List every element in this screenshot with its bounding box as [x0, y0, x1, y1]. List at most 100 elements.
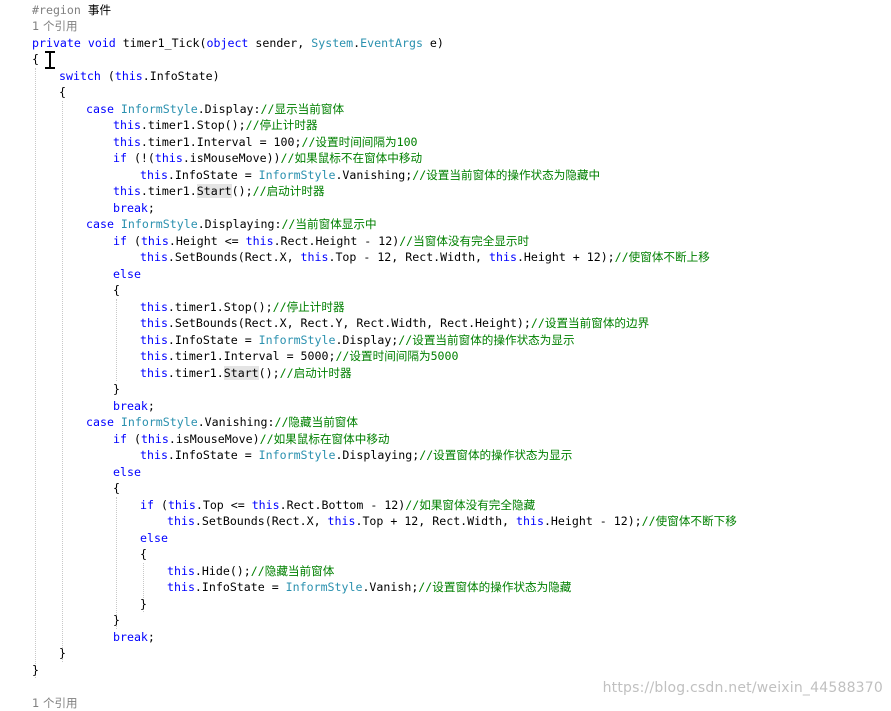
- code-token: if: [113, 432, 127, 446]
- code-token: .Displaying:: [198, 217, 282, 231]
- code-token: //如果窗体没有完全隐藏: [405, 498, 535, 512]
- code-token: case: [86, 102, 114, 116]
- code-token: .Height <=: [169, 234, 246, 248]
- code-line: switch (this.InfoState): [59, 68, 220, 85]
- code-token: .InfoState =: [195, 580, 286, 594]
- code-token: .Displaying;: [335, 448, 419, 462]
- code-token: .SetBounds(Rect.X,: [195, 514, 328, 528]
- code-token: InformStyle: [259, 333, 336, 347]
- code-token: //隐藏当前窗体: [274, 415, 358, 429]
- code-token: [114, 217, 121, 231]
- code-token: {: [59, 85, 66, 99]
- indent-guide: [116, 497, 117, 629]
- code-token: //使窗体不断上移: [615, 250, 710, 264]
- code-line: {: [32, 51, 39, 68]
- code-line: {: [113, 480, 120, 497]
- code-line: this.SetBounds(Rect.X, this.Top - 12, Re…: [140, 249, 710, 266]
- code-lens-reference[interactable]: 1 个引用: [32, 695, 77, 711]
- code-token: (!(: [127, 151, 155, 165]
- code-token: ;: [148, 630, 155, 644]
- code-token: .InfoState =: [168, 448, 259, 462]
- code-token: ;: [148, 201, 155, 215]
- code-token: InformStyle: [121, 415, 198, 429]
- code-token: //设置当前窗体的边界: [531, 316, 649, 330]
- code-token: .timer1.Interval = 5000;: [168, 349, 336, 363]
- code-line: case InformStyle.Vanishing://隐藏当前窗体: [86, 414, 358, 431]
- code-token: this: [246, 234, 274, 248]
- code-token: (: [127, 234, 141, 248]
- code-token: case: [86, 217, 114, 231]
- code-token: ;: [148, 399, 155, 413]
- code-token: .timer1.Stop();: [168, 300, 273, 314]
- code-line: }: [113, 612, 120, 629]
- text-ibeam-cursor-icon: [44, 50, 56, 70]
- code-token: this: [113, 184, 141, 198]
- code-token: .InfoState =: [168, 168, 259, 182]
- code-token: .Top - 12, Rect.Width,: [328, 250, 489, 264]
- code-token: System: [311, 36, 353, 50]
- code-line: this.timer1.Start();//启动计时器: [140, 365, 352, 382]
- code-token: this: [140, 300, 168, 314]
- code-token: this: [140, 333, 168, 347]
- code-token: else: [140, 531, 168, 545]
- code-token: 1 个引用: [32, 696, 77, 710]
- code-line: case InformStyle.Displaying://当前窗体显示中: [86, 216, 377, 233]
- code-token: .Display:: [198, 102, 261, 116]
- code-token: if: [113, 151, 127, 165]
- code-token: this: [168, 498, 196, 512]
- code-token: if: [113, 234, 127, 248]
- code-token: }: [59, 646, 66, 660]
- code-token: .Top <=: [196, 498, 252, 512]
- code-line: }: [59, 645, 66, 662]
- code-line: this.timer1.Start();//启动计时器: [113, 183, 325, 200]
- code-token: .isMouseMove)): [183, 151, 281, 165]
- code-line: {: [113, 282, 120, 299]
- code-line: this.timer1.Interval = 100;//设置时间间隔为100: [113, 134, 418, 151]
- indent-guide: [116, 299, 117, 382]
- code-token: this: [141, 234, 169, 248]
- code-token: .Display;: [335, 333, 398, 347]
- code-token: this: [328, 514, 356, 528]
- code-token: {: [32, 52, 39, 66]
- code-token: e): [423, 36, 444, 50]
- code-token: void: [88, 36, 116, 50]
- code-line: break;: [113, 200, 155, 217]
- code-line: if (this.Height <= this.Rect.Height - 12…: [113, 233, 529, 250]
- code-token: .InfoState =: [168, 333, 259, 347]
- code-token: else: [113, 267, 141, 281]
- code-token: else: [113, 465, 141, 479]
- code-token: if: [140, 498, 154, 512]
- code-line: {: [140, 546, 147, 563]
- code-token: this: [516, 514, 544, 528]
- code-token: this: [113, 135, 141, 149]
- code-token: .Rect.Height - 12): [274, 234, 400, 248]
- code-token: //如果鼠标不在窗体中移动: [281, 151, 423, 165]
- code-token: Start: [197, 184, 232, 198]
- code-line: if (this.isMouseMove)//如果鼠标在窗体中移动: [113, 431, 390, 448]
- code-token: this: [252, 498, 280, 512]
- code-token: {: [113, 481, 120, 495]
- code-token: break: [113, 630, 148, 644]
- code-token: this: [167, 580, 195, 594]
- code-token: .timer1.: [168, 366, 224, 380]
- code-token: .SetBounds(Rect.X,: [168, 250, 301, 264]
- code-token: this: [140, 448, 168, 462]
- code-token: //如果鼠标在窗体中移动: [260, 432, 390, 446]
- code-line: {: [59, 84, 66, 101]
- code-token: //启动计时器: [280, 366, 352, 380]
- code-line: this.SetBounds(Rect.X, this.Top + 12, Re…: [167, 513, 737, 530]
- code-token: .Vanish;: [362, 580, 418, 594]
- code-token: //设置当前窗体的操作状态为显示: [398, 333, 574, 347]
- code-token: //设置时间间隔为100: [301, 135, 417, 149]
- code-token: .Height - 12);: [544, 514, 642, 528]
- code-line: else: [113, 464, 141, 481]
- code-token: this: [140, 349, 168, 363]
- code-token: .Height + 12);: [517, 250, 615, 264]
- code-lens-reference[interactable]: 1 个引用: [32, 18, 77, 35]
- code-token: .timer1.Interval = 100;: [141, 135, 302, 149]
- code-line: if (!(this.isMouseMove))//如果鼠标不在窗体中移动: [113, 150, 422, 167]
- code-line: this.InfoState = InformStyle.Displaying;…: [140, 447, 572, 464]
- code-token: //显示当前窗体: [261, 102, 345, 116]
- code-token: private: [32, 36, 81, 50]
